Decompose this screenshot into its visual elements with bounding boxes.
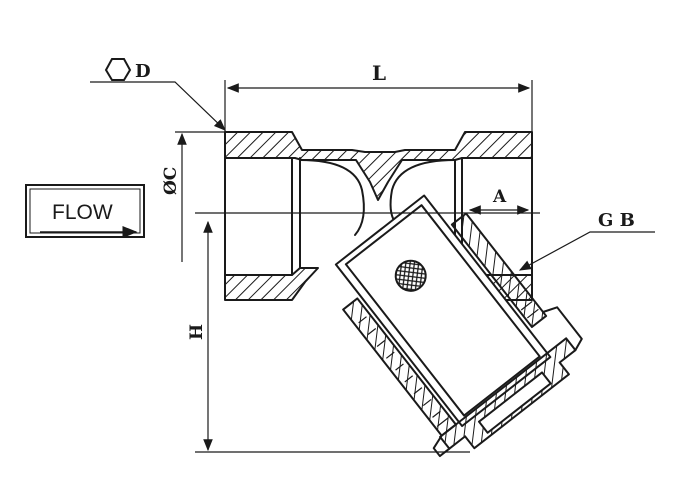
flow-indicator: FLOW [25,184,145,238]
gauge-b-label: G B [598,210,635,231]
thread-a-label: A [492,187,507,207]
hexagon-icon [104,58,132,81]
length-label: L [372,61,386,85]
filter-leg [334,194,583,458]
diameter-c-label: ØC [161,167,181,195]
hex-d-label: D [135,61,151,82]
dimension-lines [90,80,655,453]
filter-screen-icon [394,259,427,292]
height-label: H [187,324,207,340]
flow-label: FLOW [52,201,113,224]
